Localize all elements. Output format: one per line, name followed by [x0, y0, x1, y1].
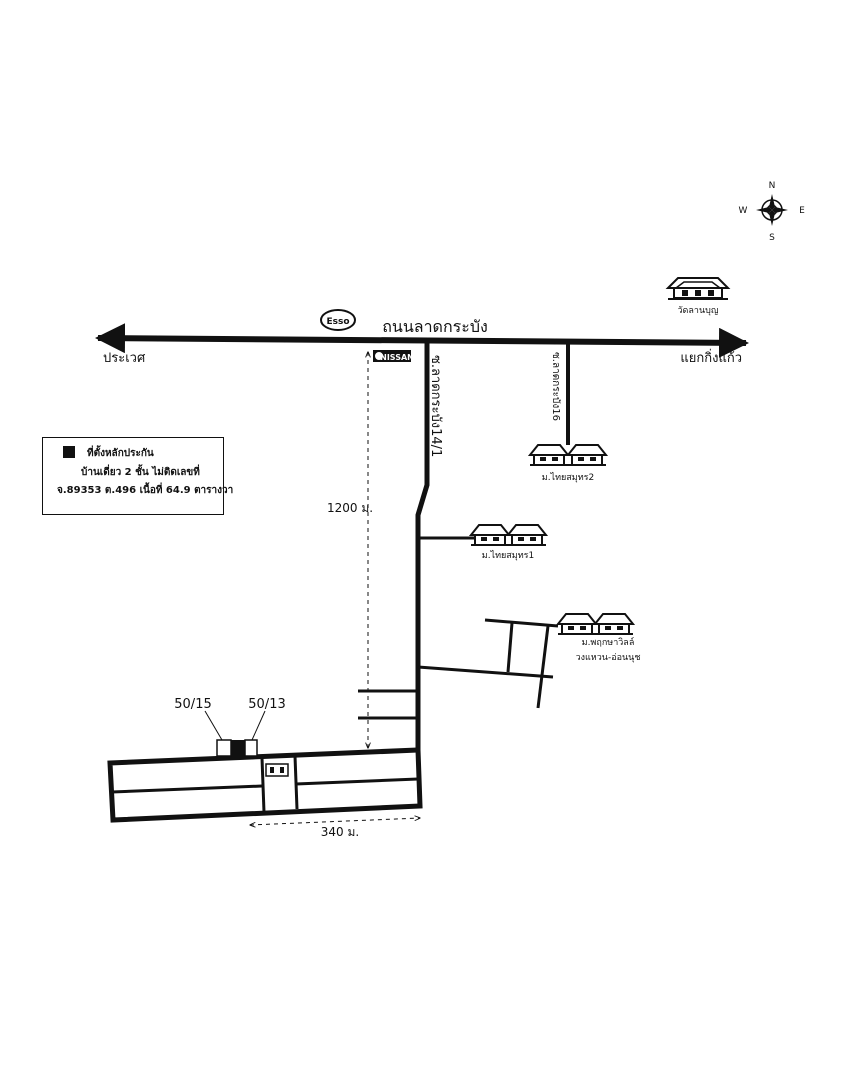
temple-icon	[665, 277, 731, 300]
village-phruksa-label-1: ม.พฤกษาวิลล์	[582, 636, 635, 648]
collateral-house-marker	[231, 740, 245, 756]
compass-rose-icon: N S E W	[739, 181, 806, 243]
village-phruksa-icon	[557, 613, 634, 635]
collateral-property	[216, 739, 258, 757]
legend-title: ที่ตั้งหลักประกัน	[87, 448, 154, 459]
esso-logo: Esso	[320, 309, 356, 331]
soi-16-label: ซ.ลาดกระบัง16	[550, 352, 561, 421]
soi-14-1-road	[415, 340, 430, 752]
phruksa-road-left	[506, 622, 514, 673]
house-label-50-13: 50/13	[248, 697, 285, 712]
nissan-logo: NISSAN	[373, 350, 414, 362]
village-thai-samut-2-label: ม.ไทยสมุทร2	[542, 472, 594, 483]
house-50-13	[244, 739, 258, 757]
main-road-name: ถนนลาดกระบัง	[382, 317, 488, 336]
leader-50-15	[204, 710, 223, 741]
west-end-label: ประเวศ	[103, 351, 146, 366]
horizontal-distance-line	[250, 818, 420, 825]
nissan-text: NISSAN	[380, 353, 414, 362]
esso-text: Esso	[326, 317, 349, 327]
horizontal-distance-label: 340 ม.	[321, 825, 359, 839]
phruksa-road-right	[536, 625, 550, 709]
village-thai-samut-1-icon	[470, 524, 547, 546]
subdivision-road-right	[295, 777, 419, 786]
compass-e: E	[799, 206, 805, 216]
house-label-50-15: 50/15	[174, 697, 211, 712]
compass-s: S	[769, 233, 775, 243]
gate-icon	[265, 763, 289, 777]
main-road	[95, 323, 749, 358]
subdivision-road-left	[111, 784, 263, 794]
compass-n: N	[769, 181, 776, 191]
vertical-distance-label: 1200 ม.	[327, 501, 373, 515]
house-50-15	[216, 739, 232, 757]
subdivision-divider-right	[293, 755, 299, 810]
east-end-label: แยกกิ่งแก้ว	[680, 349, 742, 366]
legend-swatch	[63, 446, 75, 458]
legend-line-2: บ้านเดี่ยว 2 ชั้น ไม่ติดเลขที่	[81, 467, 200, 478]
leader-50-13	[251, 710, 266, 741]
phruksa-road-top	[484, 618, 559, 628]
road-to-phruksa	[417, 665, 554, 679]
subdivision-divider-left	[260, 757, 266, 813]
village-thai-samut-1-label: ม.ไทยสมุทร1	[482, 550, 534, 561]
village-phruksa-label-2: วงแหวน-อ่อนนุช	[576, 653, 641, 663]
legend-box: ที่ตั้งหลักประกัน บ้านเดี่ยว 2 ชั้น ไม่ต…	[42, 437, 233, 515]
legend-line-3: จ.89353 ต.496 เนื้อที่ 64.9 ตารางวา	[57, 485, 234, 496]
compass-w: W	[739, 206, 748, 216]
temple-label: วัดลานบุญ	[677, 306, 718, 316]
subdivision-outline	[107, 747, 423, 823]
village-thai-samut-2-icon	[529, 444, 607, 466]
soi-14-1-label: ซ.ลาดกระบัง14/1	[428, 355, 443, 457]
